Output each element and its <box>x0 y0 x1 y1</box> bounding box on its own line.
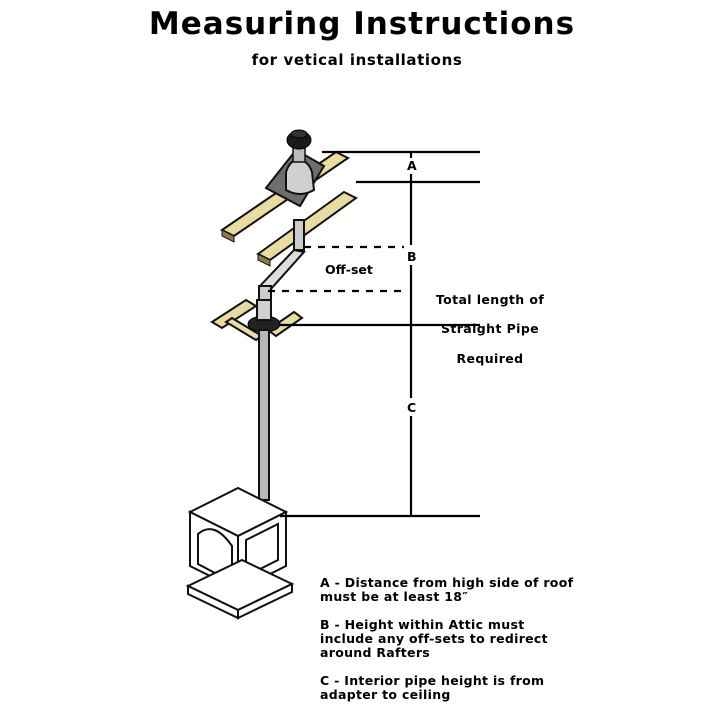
support-collar <box>256 299 272 321</box>
storm-collar <box>285 158 316 195</box>
page-subtitle: for vetical installations <box>251 51 463 69</box>
stove-base-side <box>237 582 293 620</box>
label-offset: Off-set <box>325 262 373 277</box>
roof-rafter-back-end <box>221 229 235 243</box>
ceiling-joist-cross <box>224 316 264 342</box>
roof-rafter-front-end <box>257 253 271 267</box>
interior-pipe <box>258 329 270 501</box>
wood-stove <box>185 486 295 620</box>
note-b: B - Height within Attic must include any… <box>320 617 548 660</box>
note-a: A - Distance from high side of roof must… <box>320 575 574 604</box>
note-c: C - Interior pipe height is from adapter… <box>320 673 545 702</box>
measurement-notes: A - Distance from high side of roof must… <box>320 576 580 716</box>
label-b: B <box>407 249 417 264</box>
page-title: Measuring Instructions <box>148 6 576 42</box>
label-c: C <box>407 400 417 415</box>
side-caption-line-1: Total length of <box>435 292 545 307</box>
side-caption-line-3: Required <box>456 351 524 366</box>
measurement-lines <box>268 150 480 518</box>
attic-pipe-upper <box>293 219 305 251</box>
label-a: A <box>407 158 417 173</box>
chimney-pipe-top <box>292 147 306 163</box>
ceiling-support <box>210 298 304 342</box>
chimney-cap-top <box>290 129 308 139</box>
side-caption-line-2: Straight Pipe <box>440 321 540 336</box>
